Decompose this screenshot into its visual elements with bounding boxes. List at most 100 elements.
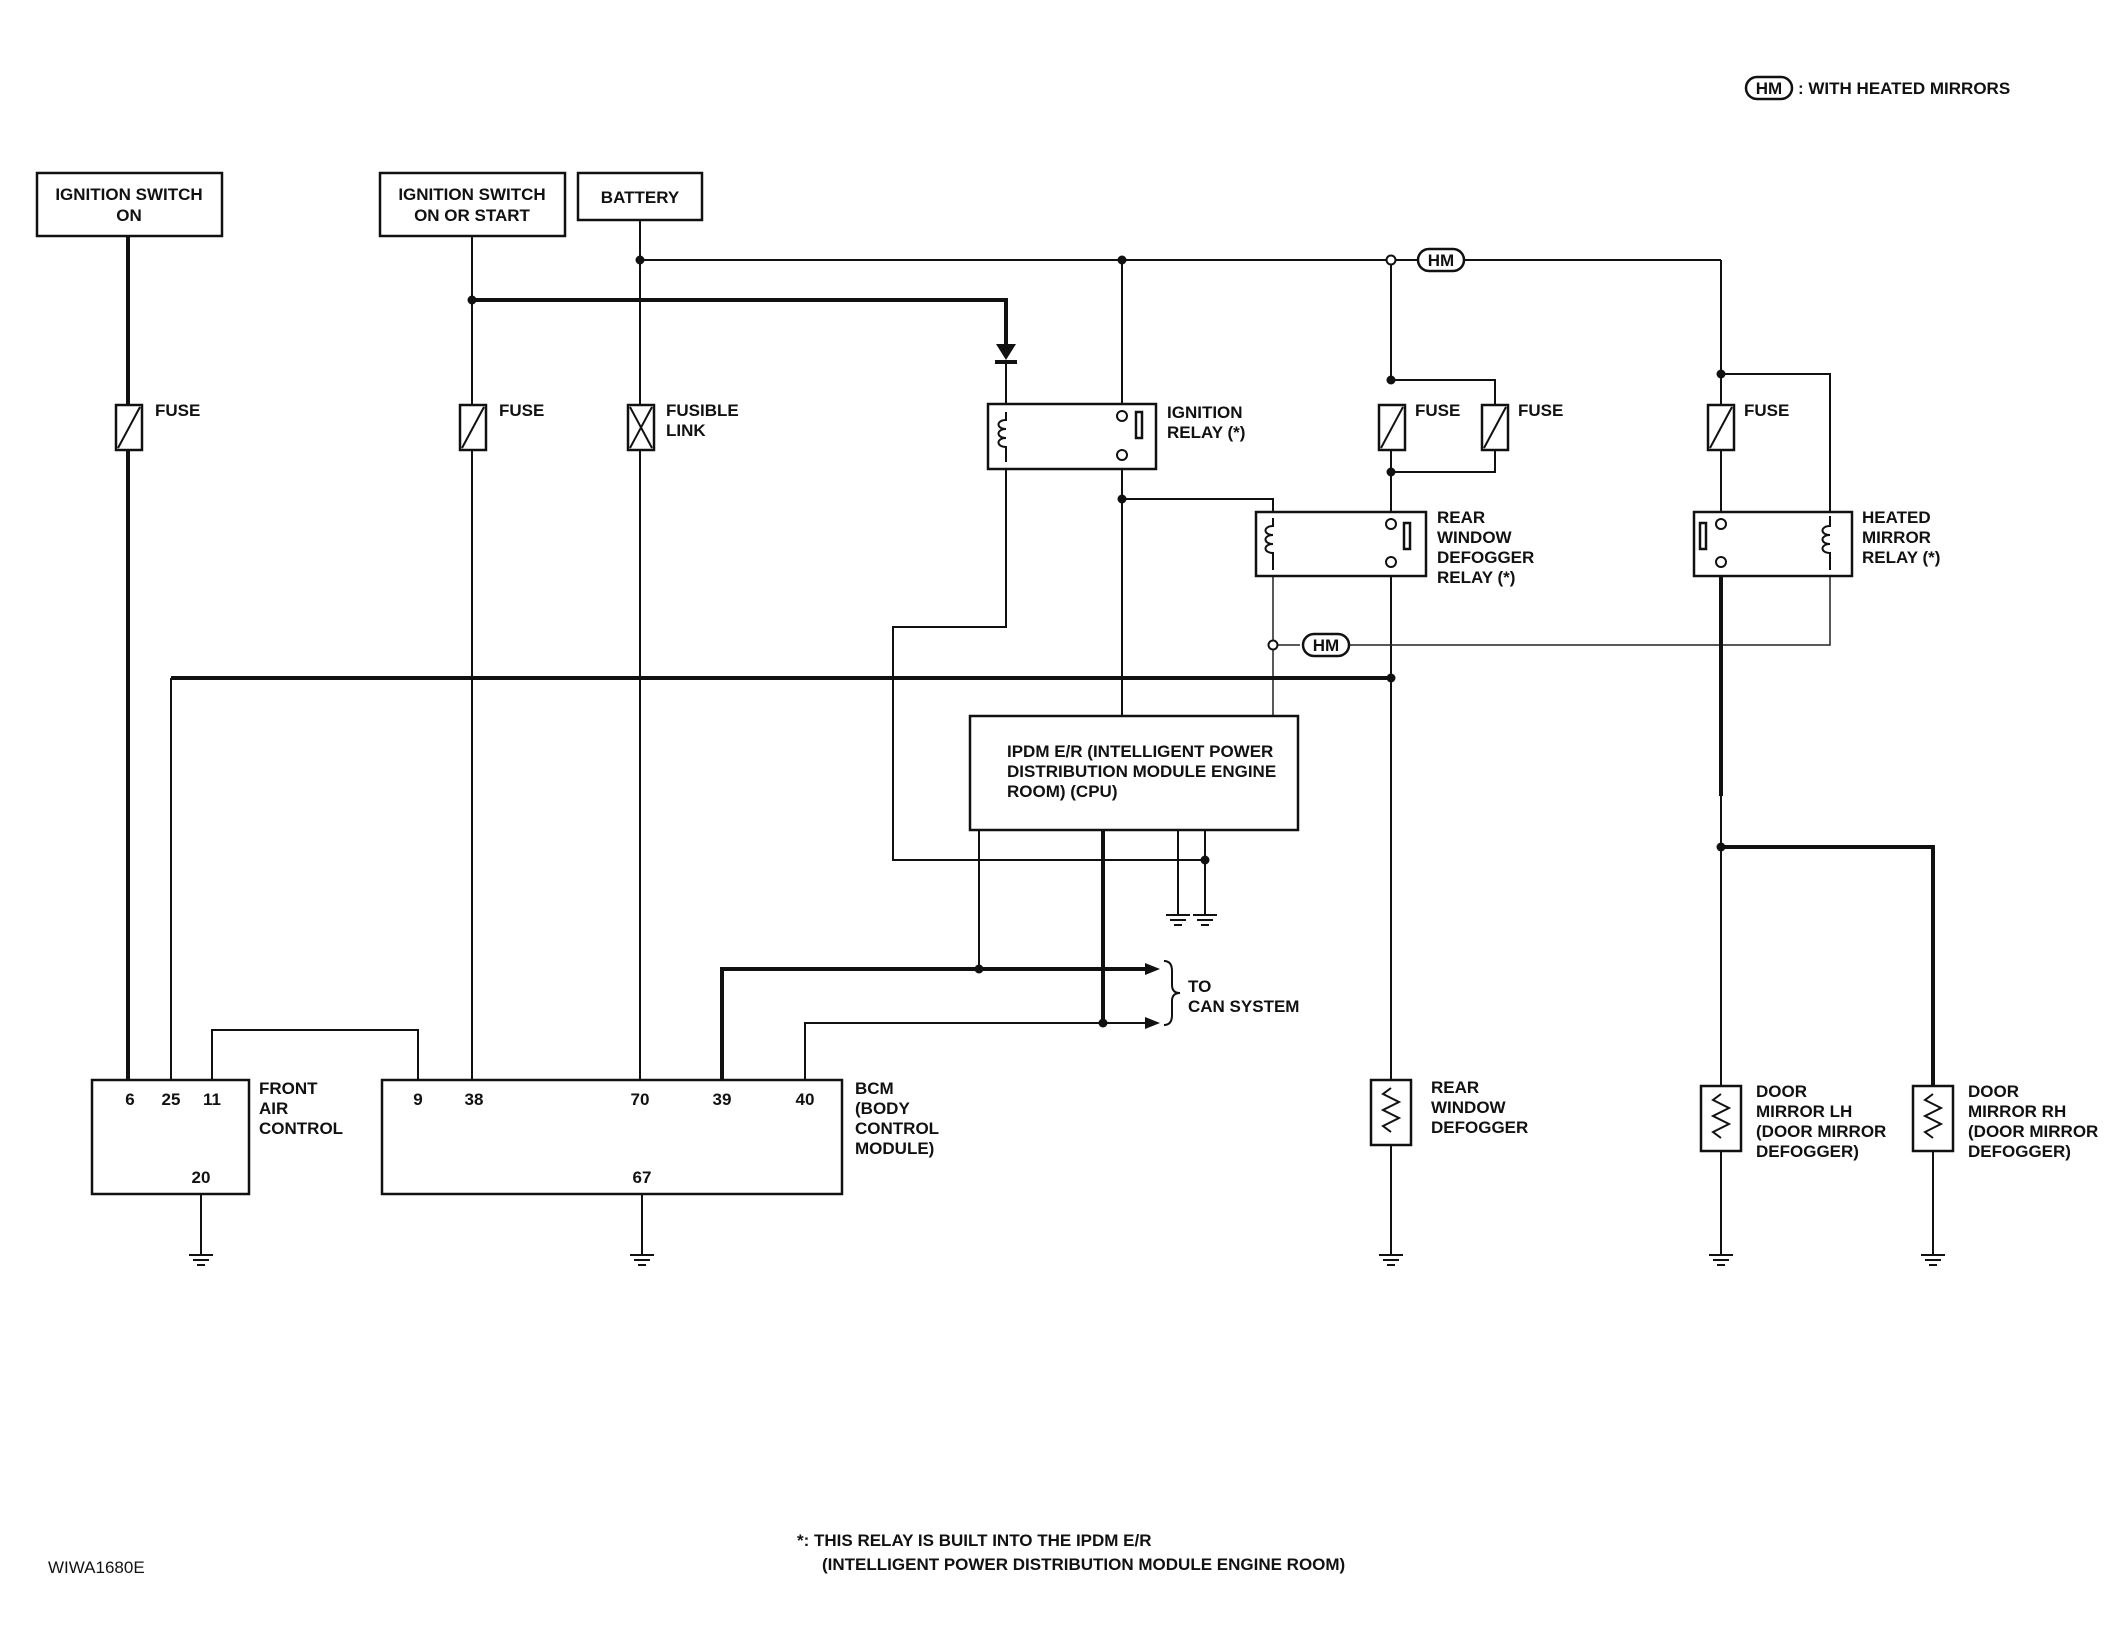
hm-badge-mid-label: HM xyxy=(1313,636,1339,655)
legend-hm-badge-label: HM xyxy=(1756,79,1782,98)
wire-ign-relay-out-h xyxy=(1122,498,1274,512)
diagram-code: WIWA1680E xyxy=(48,1558,145,1577)
ignition-relay-label-2: RELAY (*) xyxy=(1167,423,1245,442)
rear-relay-label-3: DEFOGGER xyxy=(1437,548,1534,567)
heated-relay-label-2: MIRROR xyxy=(1862,528,1931,547)
door-mirror-rh-label-4: DEFOGGER) xyxy=(1968,1142,2071,1161)
can-arrow-h xyxy=(1145,963,1160,975)
rear-defogger-relay: REAR WINDOW DEFOGGER RELAY (*) xyxy=(1254,508,1534,587)
bcm-pin-39: 39 xyxy=(713,1090,732,1109)
fuse-rear-a: FUSE xyxy=(1377,401,1460,452)
wire-heated-out-rh xyxy=(1721,845,1935,1086)
bcm-pin-40: 40 xyxy=(796,1090,815,1109)
front-air-control: 6 25 11 20 FRONT AIR CONTROL xyxy=(90,1078,343,1196)
bcm-label-3: CONTROL xyxy=(855,1119,939,1138)
fuse-rear-a-label: FUSE xyxy=(1415,401,1460,420)
fusible-link-label-2: LINK xyxy=(666,421,706,440)
front-air-label-2: AIR xyxy=(259,1099,288,1118)
door-mirror-lh-label-2: MIRROR LH xyxy=(1756,1102,1852,1121)
ground-icon xyxy=(1166,914,1190,926)
fuse-ign-on: FUSE xyxy=(114,401,200,452)
ipdm-label-1: IPDM E/R (INTELLIGENT POWER xyxy=(1007,742,1273,761)
heated-mirror-relay: HEATED MIRROR RELAY (*) xyxy=(1692,508,1940,578)
can-brace xyxy=(1163,960,1181,1026)
ground-icon xyxy=(1193,914,1217,926)
fuse-heated-label: FUSE xyxy=(1744,401,1789,420)
fuse-rear-b-label: FUSE xyxy=(1518,401,1563,420)
ground-icon xyxy=(630,1254,654,1266)
door-mirror-lh: DOOR MIRROR LH (DOOR MIRROR DEFOGGER) xyxy=(1699,1082,1886,1161)
rear-defogger-label-2: WINDOW xyxy=(1431,1098,1507,1117)
front-air-pin-6: 6 xyxy=(125,1090,134,1109)
ignition-switch-on-label-1: IGNITION SWITCH xyxy=(55,185,202,204)
rear-relay-label-4: RELAY (*) xyxy=(1437,568,1515,587)
wire-ign-coil-ground xyxy=(892,465,1205,861)
legend: HM : WITH HEATED MIRRORS xyxy=(1744,75,2010,101)
diode xyxy=(995,344,1017,364)
heated-mirror-relay-coil xyxy=(1821,516,1831,570)
ground-icon xyxy=(1921,1254,1945,1266)
wire-rear-fuse-bus xyxy=(1390,260,1496,473)
wire-hm-return xyxy=(1349,570,1831,646)
fuse-heated: FUSE xyxy=(1706,401,1789,452)
fusible-link-label-1: FUSIBLE xyxy=(666,401,739,420)
rear-defogger-relay-coil xyxy=(1264,518,1274,570)
ignition-switch-start-label-2: ON OR START xyxy=(414,206,530,225)
ignition-relay-coil xyxy=(997,412,1007,462)
battery-label: BATTERY xyxy=(601,188,680,207)
bcm-pin-70: 70 xyxy=(631,1090,650,1109)
front-air-label-3: CONTROL xyxy=(259,1119,343,1138)
wire-can-h xyxy=(720,967,1150,1080)
legend-hm-badge xyxy=(1744,75,1794,101)
rear-defogger-label-1: REAR xyxy=(1431,1078,1479,1097)
front-air-pin-20: 20 xyxy=(192,1168,211,1187)
ground-icon xyxy=(189,1254,213,1266)
hm-badge-top-label: HM xyxy=(1428,251,1454,270)
can-label-2: CAN SYSTEM xyxy=(1188,997,1299,1016)
hm-badge-mid: HM xyxy=(1301,632,1351,658)
rear-window-defogger: REAR WINDOW DEFOGGER xyxy=(1369,1078,1528,1147)
ground-icon xyxy=(1709,1254,1733,1266)
can-label-1: TO xyxy=(1188,977,1211,996)
ipdm-box: IPDM E/R (INTELLIGENT POWER DISTRIBUTION… xyxy=(968,714,1300,832)
ignition-switch-start-label-1: IGNITION SWITCH xyxy=(398,185,545,204)
footnote-line-2: (INTELLIGENT POWER DISTRIBUTION MODULE E… xyxy=(822,1555,1345,1574)
fuse-ign-on-label: FUSE xyxy=(155,401,200,420)
front-air-pin-11: 11 xyxy=(203,1090,221,1109)
door-mirror-lh-label-3: (DOOR MIRROR xyxy=(1756,1122,1886,1141)
heated-relay-label-3: RELAY (*) xyxy=(1862,548,1940,567)
wire-ign-start-branch xyxy=(472,298,1008,345)
wire-heated-fuse-bus xyxy=(1720,260,1831,516)
rear-relay-label-1: REAR xyxy=(1437,508,1485,527)
rear-defogger-label-3: DEFOGGER xyxy=(1431,1118,1528,1137)
can-arrow-l xyxy=(1145,1017,1160,1029)
fuse-rear-b: FUSE xyxy=(1480,401,1563,452)
wires xyxy=(126,220,1935,1086)
front-air-label-1: FRONT xyxy=(259,1079,318,1098)
ipdm-label-3: ROOM) (CPU) xyxy=(1007,782,1117,801)
junctions xyxy=(467,254,1726,1028)
fuse-ign-start: FUSE xyxy=(458,401,544,452)
door-mirror-rh-label-3: (DOOR MIRROR xyxy=(1968,1122,2098,1141)
heated-relay-label-1: HEATED xyxy=(1862,508,1931,527)
bcm: 9 38 70 39 40 67 BCM (BODY CONTROL MODUL… xyxy=(380,1078,939,1196)
bcm-label-2: (BODY xyxy=(855,1099,910,1118)
door-mirror-rh-label-2: MIRROR RH xyxy=(1968,1102,2066,1121)
ignition-switch-on-label-2: ON xyxy=(116,206,142,225)
door-mirror-lh-label-1: DOOR xyxy=(1756,1082,1807,1101)
ipdm-label-2: DISTRIBUTION MODULE ENGINE xyxy=(1007,762,1276,781)
ignition-switch-start-box: IGNITION SWITCH ON OR START xyxy=(378,171,567,238)
wire-can-l xyxy=(804,1022,1150,1080)
battery-box: BATTERY xyxy=(576,171,704,222)
ignition-relay-label-1: IGNITION xyxy=(1167,403,1243,422)
bcm-pin-38: 38 xyxy=(465,1090,484,1109)
legend-text: : WITH HEATED MIRRORS xyxy=(1798,79,2010,98)
ignition-switch-on-box: IGNITION SWITCH ON xyxy=(35,171,224,238)
ground-symbols xyxy=(189,914,1945,1266)
front-air-pin-25: 25 xyxy=(162,1090,181,1109)
footnote-line-1: *: THIS RELAY IS BUILT INTO THE IPDM E/R xyxy=(797,1531,1152,1550)
hm-badge-top: HM xyxy=(1416,247,1466,273)
bcm-label-4: MODULE) xyxy=(855,1139,934,1158)
bcm-pin-9: 9 xyxy=(413,1090,422,1109)
